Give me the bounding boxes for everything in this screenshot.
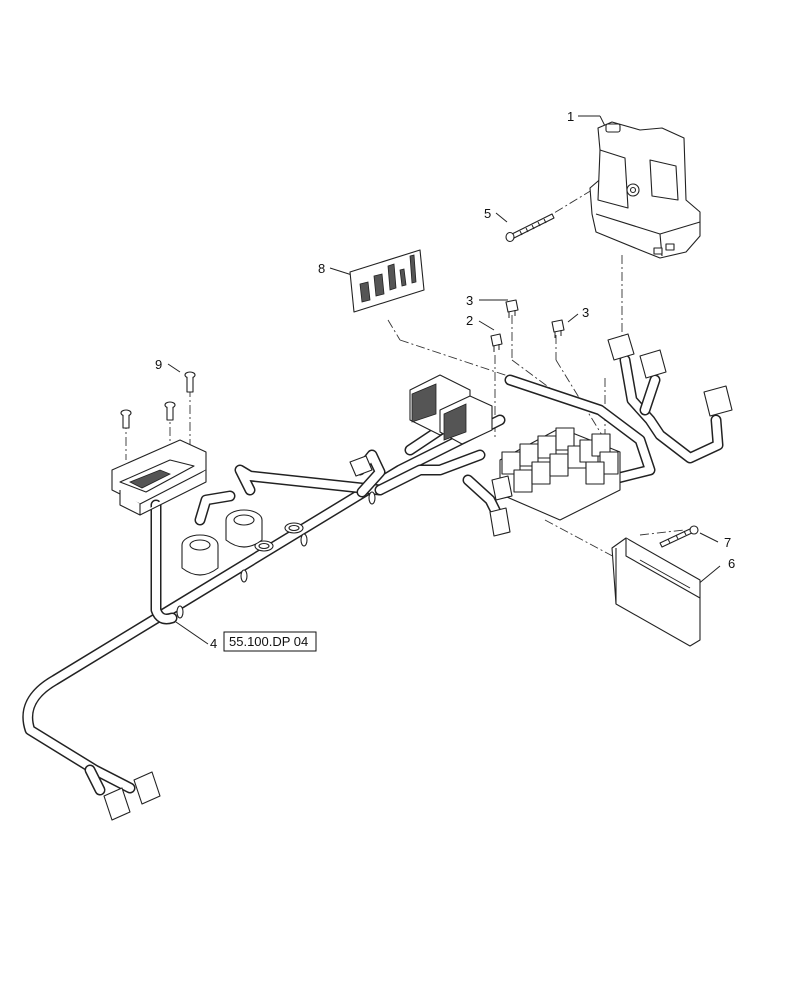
bolt-part-5	[505, 213, 555, 243]
callout-2: 2	[466, 313, 473, 328]
callout-1: 1	[567, 109, 574, 124]
callout-3b: 3	[582, 305, 589, 320]
reference-box[interactable]: 55.100.DP 04	[223, 631, 317, 652]
label-decal-part-8	[349, 249, 425, 313]
round-socket-connector	[181, 509, 263, 576]
callout-6: 6	[728, 556, 735, 571]
callout-9: 9	[155, 357, 162, 372]
socket-plate	[111, 439, 207, 516]
callout-8: 8	[318, 261, 325, 276]
relay-bank	[499, 427, 621, 521]
ecu-header-connector	[409, 374, 493, 445]
fuse-part-2	[490, 333, 503, 352]
reference-text: 55.100.DP 04	[229, 634, 308, 649]
module-box-part-6	[611, 537, 701, 647]
fuse-part-3b	[551, 319, 565, 338]
control-module-part-1	[589, 121, 701, 259]
plug-connector-group	[103, 333, 733, 821]
callout-5: 5	[484, 206, 491, 221]
callout-7: 7	[724, 535, 731, 550]
callout-4: 4	[210, 636, 217, 651]
screw-part-9	[120, 371, 196, 429]
callout-3a: 3	[466, 293, 473, 308]
bolt-part-7	[659, 525, 699, 548]
fuse-part-3a	[505, 299, 519, 318]
